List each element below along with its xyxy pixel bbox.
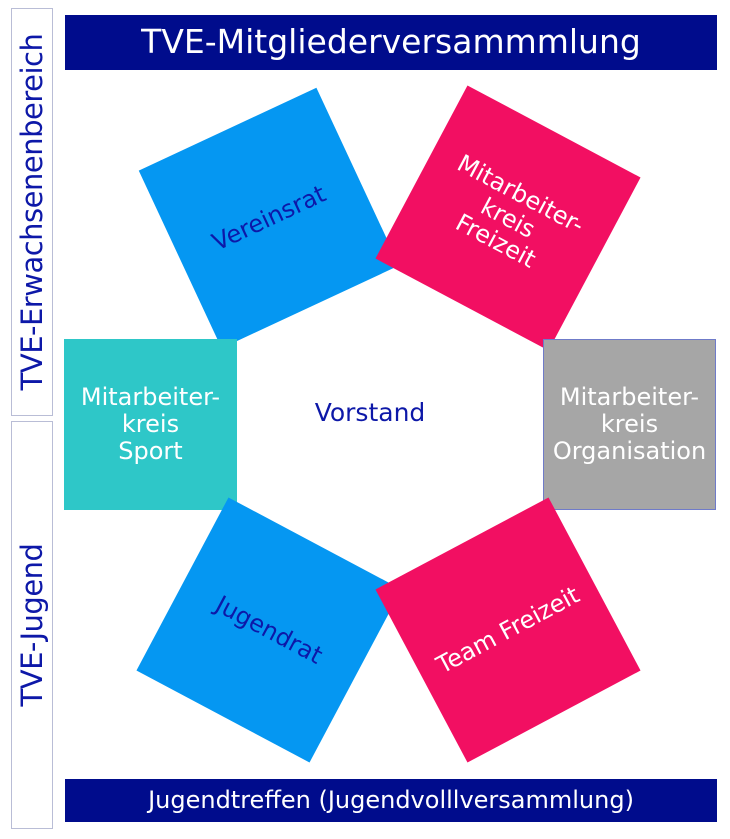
sidebar-label-erwachsenenbereich: TVE-Erwachsenenbereich	[15, 33, 49, 391]
box-mitarbeiterkreis-organisation: Mitarbeiter- kreis Organisation	[543, 339, 716, 510]
footer-banner: Jugendtreffen (Jugendvolllversammlung)	[65, 779, 717, 822]
center-label-vorstand: Vorstand	[314, 398, 426, 427]
box-mitarbeiterkreis-sport-label: Mitarbeiter- kreis Sport	[80, 383, 221, 465]
sidebar-label-jugend: TVE-Jugend	[15, 543, 49, 707]
box-vereinsrat-label: Vereinsrat	[207, 179, 330, 257]
box-vereinsrat: Vereinsrat	[138, 87, 400, 349]
sidebar-jugend: TVE-Jugend	[11, 421, 53, 829]
box-team-freizeit: Team Freizeit	[375, 497, 641, 763]
box-mitarbeiterkreis-sport: Mitarbeiter- kreis Sport	[64, 339, 237, 510]
box-jugendrat-label: Jugendrat	[211, 589, 328, 670]
header-title: TVE-Mitgliederversammmlung	[141, 22, 641, 61]
sidebar-erwachsenenbereich: TVE-Erwachsenenbereich	[11, 8, 53, 416]
box-jugendrat: Jugendrat	[136, 497, 402, 763]
header-banner: TVE-Mitgliederversammmlung	[65, 15, 717, 70]
box-mitarbeiterkreis-organisation-label: Mitarbeiter- kreis Organisation	[552, 383, 707, 465]
box-team-freizeit-label: Team Freizeit	[431, 580, 584, 679]
box-mitarbeiterkreis-freizeit: Mitarbeiter- kreis Freizeit	[375, 85, 641, 351]
footer-title: Jugendtreffen (Jugendvolllversammlung)	[148, 786, 634, 814]
box-mitarbeiterkreis-freizeit-label: Mitarbeiter- kreis Freizeit	[450, 148, 589, 274]
